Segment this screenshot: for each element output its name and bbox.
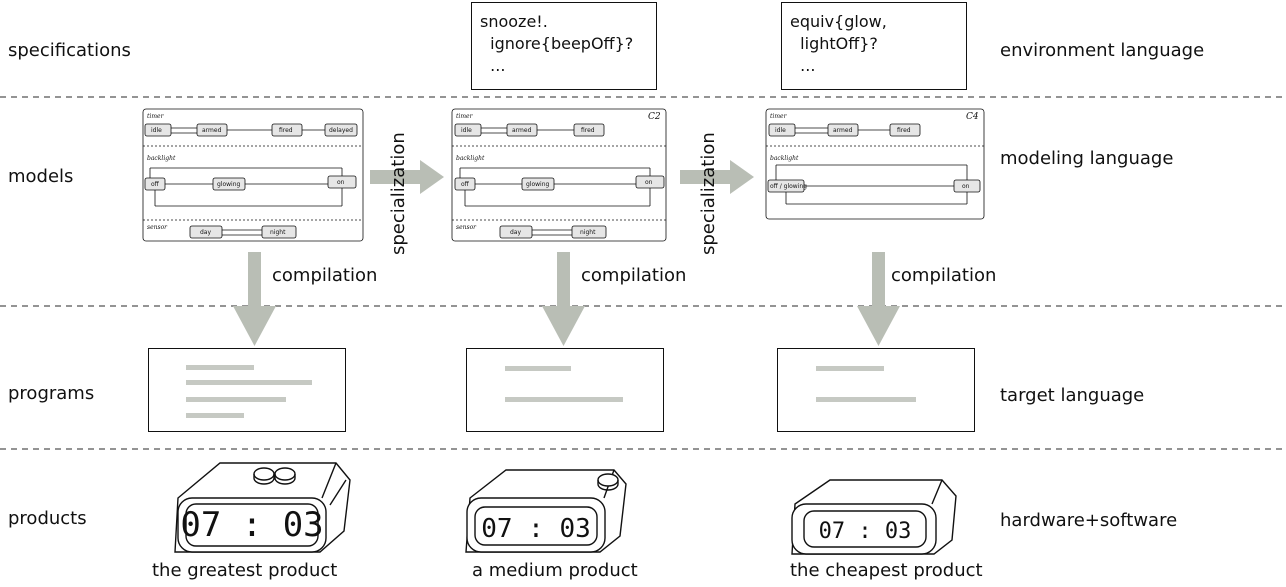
product-caption-1: the greatest product [152,560,338,581]
program-box-2 [466,348,664,432]
right-label-environment-language: environment language [1000,40,1205,61]
program-box-3 [777,348,975,432]
compilation-label-3: compilation [891,265,997,286]
model-2-state-fired: fired [581,127,595,134]
model-3-config-label: C4 [966,112,979,122]
model-2-state-armed: armed [512,127,532,134]
row-label-specifications: specifications [8,40,131,61]
model-2-sensor-label: sensor [456,224,477,231]
model-3-cheapest [765,108,985,220]
model-3-backlight-label: backlight [770,155,799,162]
model-1-full [142,108,364,242]
product-caption-3: the cheapest product [790,560,983,581]
model-1-state-glowing: glowing [217,181,241,188]
model-1-state-delayed: delayed [329,127,353,134]
model-2-labels: timer C2 backlight sensor idle armed fir… [456,112,661,236]
model-3-timer-label: timer [770,113,788,120]
model-2-config-label: C2 [648,112,661,122]
model-1-state-night: night [270,229,286,236]
spec-text-1: snooze!. ignore{beepOff}? ... [480,12,634,75]
model-2-state-night: night [580,229,596,236]
model-1-state-day: day [200,229,211,236]
model-2-state-off: off [461,181,470,188]
model-3-state-fired: fired [897,127,911,134]
compilation-label-2: compilation [581,265,687,286]
clock-3-display: 07 : 03 [819,519,912,544]
model-3-state-on: on [962,183,970,190]
model-2-state-on: on [645,179,653,186]
clock-2-display: 07 : 03 [481,514,591,544]
model-2-timer-label: timer [456,113,474,120]
model-3-state-off-glowing: off / glowing [770,183,807,190]
model-2-medium [451,108,667,242]
right-label-hardware-software: hardware+software [1000,510,1178,531]
spec-box-1: snooze!. ignore{beepOff}? ... [471,2,657,90]
product-caption-2: a medium product [472,560,638,581]
program-box-1 [148,348,346,432]
model-2-backlight-label: backlight [456,155,485,162]
model-1-state-armed: armed [202,127,222,134]
row-label-programs: programs [8,383,95,404]
row-label-models: models [8,166,74,187]
model-2-state-glowing: glowing [526,181,550,188]
model-1-state-fired: fired [279,127,293,134]
right-label-target-language: target language [1000,385,1145,406]
model-1-backlight-label: backlight [147,155,176,162]
compilation-label-1: compilation [272,265,378,286]
spec-box-2: equiv{glow, lightOff}? ... [781,2,967,90]
model-3-labels: timer C4 backlight idle armed fired off … [770,112,979,190]
spec-text-2: equiv{glow, lightOff}? ... [790,12,887,75]
row-label-products: products [8,508,87,529]
model-3-state-armed: armed [833,127,853,134]
right-label-modeling-language: modeling language [1000,148,1174,169]
model-2-state-idle: idle [461,127,472,134]
model-1-labels: timer backlight sensor idle armed fired … [147,113,353,236]
model-1-state-idle: idle [151,127,162,134]
clock-1-display: 07 : 03 [180,505,323,545]
model-3-state-idle: idle [775,127,786,134]
model-1-state-off: off [151,181,160,188]
model-1-sensor-label: sensor [147,224,168,231]
model-1-timer-label: timer [147,113,165,120]
model-2-state-day: day [510,229,521,236]
model-1-state-on: on [337,179,345,186]
